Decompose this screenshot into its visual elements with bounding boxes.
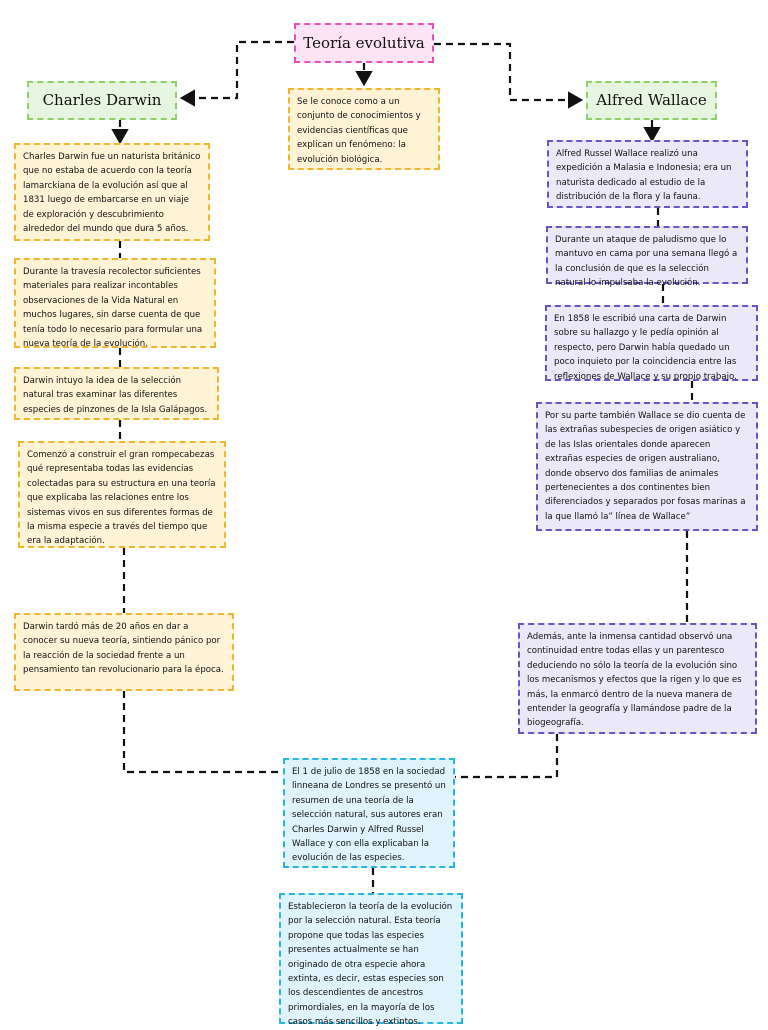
main-title-box: Teoría evolutiva — [294, 23, 434, 63]
darwin-note: Comenzó a construir el gran rompecabezas… — [18, 441, 226, 548]
main-title: Teoría evolutiva — [303, 34, 425, 52]
joint-note: El 1 de julio de 1858 en la sociedad lin… — [283, 758, 455, 868]
darwin-note: Durante la travesía recolector suficient… — [14, 258, 216, 349]
wallace-title-box: Alfred Wallace — [586, 81, 717, 120]
darwin-note: Charles Darwin fue un naturista británic… — [14, 143, 210, 241]
wallace-note: Además, ante la inmensa cantidad observó… — [518, 623, 757, 734]
darwin-title-box: Charles Darwin — [27, 81, 177, 120]
wallace-note: Durante un ataque de paludismo que lo ma… — [546, 226, 748, 288]
wallace-title: Alfred Wallace — [596, 91, 707, 109]
wallace-note: En 1858 le escribió una carta de Darwin … — [545, 305, 758, 382]
wallace-note: Por su parte también Wallace se dio cuen… — [536, 402, 758, 531]
wallace-note: Alfred Russel Wallace realizó una expedi… — [547, 140, 748, 208]
joint-note: Establecieron la teoría de la evolución … — [279, 893, 463, 1027]
darwin-note: Darwin tardó más de 20 años en dar a con… — [14, 613, 234, 691]
darwin-note: Darwin intuyo la idea de la selección na… — [14, 367, 219, 420]
darwin-title: Charles Darwin — [42, 91, 162, 109]
definition-box: Se le conoce como a un conjunto de conoc… — [288, 88, 440, 170]
